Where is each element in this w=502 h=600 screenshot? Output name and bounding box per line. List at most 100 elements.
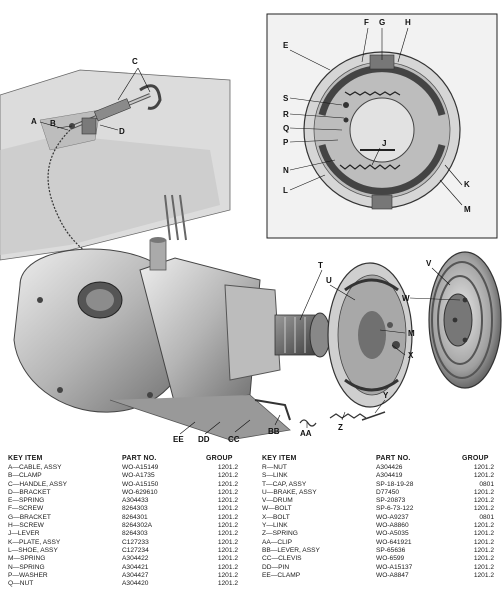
header-group-left: GROUP bbox=[206, 455, 233, 462]
part-cell: SP-6-73-122 bbox=[376, 505, 414, 513]
callout-L: L bbox=[283, 186, 288, 195]
item-cell: X—BOLT bbox=[262, 513, 290, 521]
item-cell: DD—PIN bbox=[262, 563, 290, 571]
part-cell: A304421 bbox=[122, 563, 149, 571]
group-cell: 1201.2 bbox=[473, 530, 494, 538]
part-cell: A304420 bbox=[122, 580, 149, 588]
callout-R: R bbox=[283, 110, 289, 119]
group-cell: 1201.2 bbox=[217, 555, 238, 563]
item-cell: J—LEVER bbox=[8, 530, 40, 538]
group-cell: 1201.2 bbox=[217, 480, 238, 488]
part-cell: WO-6599 bbox=[376, 555, 405, 563]
callout-EE: EE bbox=[173, 435, 184, 444]
item-cell: U—BRAKE, ASSY bbox=[262, 488, 317, 496]
callout-J: J bbox=[382, 139, 386, 148]
callout-P: P bbox=[283, 138, 289, 147]
part-cell: WO-A15137 bbox=[376, 563, 413, 571]
callout-N: N bbox=[283, 166, 289, 175]
part-cell: A304427 bbox=[122, 571, 149, 579]
item-cell: N—SPRING bbox=[8, 563, 45, 571]
item-cell: R—NUT bbox=[262, 464, 287, 471]
item-cell: AA—CLIP bbox=[262, 538, 293, 546]
part-cell: WO-629610 bbox=[122, 488, 158, 496]
transmission-housing bbox=[13, 194, 291, 441]
right-part-column: A304426 A304419 SP-18-19-28 D77450 SP-20… bbox=[376, 464, 456, 580]
group-cell: 1201.2 bbox=[473, 464, 494, 471]
part-cell: WO-A9237 bbox=[376, 513, 409, 521]
callout-X: X bbox=[408, 351, 414, 360]
group-cell: 1201.2 bbox=[473, 497, 494, 505]
brake-shoe-detail-inset bbox=[266, 13, 498, 239]
header-key-item-left: KEY ITEM bbox=[8, 455, 43, 462]
group-cell: 1201.2 bbox=[473, 571, 494, 579]
group-cell: 1201.2 bbox=[473, 546, 494, 554]
part-cell: SP-18-19-28 bbox=[376, 480, 414, 488]
callout-V: V bbox=[426, 259, 432, 268]
part-cell: C127233 bbox=[122, 538, 149, 546]
group-cell: 0801 bbox=[479, 480, 494, 488]
callout-E: E bbox=[283, 41, 289, 50]
callout-T: T bbox=[318, 261, 323, 270]
group-cell: 1201.2 bbox=[217, 522, 238, 530]
callout-BB: BB bbox=[268, 427, 280, 436]
callout-Y: Y bbox=[383, 391, 389, 400]
group-cell: 1201.2 bbox=[217, 472, 238, 480]
callout-M: M bbox=[408, 329, 415, 338]
part-cell: SP-65636 bbox=[376, 546, 406, 554]
callout-AA: AA bbox=[300, 429, 312, 438]
item-cell: CC—CLEVIS bbox=[262, 555, 302, 563]
item-cell: M—SPRING bbox=[8, 555, 46, 563]
brake-drum bbox=[428, 251, 502, 389]
group-cell: 1201.2 bbox=[217, 580, 238, 588]
group-cell: 1201.2 bbox=[217, 513, 238, 521]
group-cell: 1201.2 bbox=[473, 472, 494, 480]
brake-backing-plate bbox=[327, 262, 413, 408]
part-cell: SP-20873 bbox=[376, 497, 406, 505]
group-cell: 1201.2 bbox=[217, 546, 238, 554]
group-cell: 1201.2 bbox=[473, 522, 494, 530]
part-cell: A304426 bbox=[376, 464, 403, 471]
part-cell: 8264302A bbox=[122, 522, 153, 530]
callout-M-inset: M bbox=[464, 205, 471, 214]
output-shaft-hub bbox=[274, 312, 331, 358]
item-cell: D—BRACKET bbox=[8, 488, 51, 496]
parts-list-table: KEY ITEM PART NO. GROUP KEY ITEM PART NO… bbox=[0, 455, 502, 600]
part-cell: A304433 bbox=[122, 497, 149, 505]
part-cell: WO-A8860 bbox=[376, 522, 409, 530]
part-cell: WO-641921 bbox=[376, 538, 412, 546]
callout-Q: Q bbox=[283, 124, 289, 133]
item-cell: Q—NUT bbox=[8, 580, 34, 588]
item-cell: K—PLATE, ASSY bbox=[8, 538, 61, 546]
callout-W: W bbox=[402, 294, 410, 303]
group-cell: 1201.2 bbox=[217, 530, 238, 538]
part-cell: 8264303 bbox=[122, 530, 148, 538]
item-cell: S—LINK bbox=[262, 472, 288, 480]
part-cell: WO-A1735 bbox=[122, 472, 155, 480]
item-cell: G—BRACKET bbox=[8, 513, 51, 521]
callout-F: F bbox=[364, 18, 369, 27]
callout-U: U bbox=[326, 276, 332, 285]
group-cell: 1201.2 bbox=[473, 488, 494, 496]
group-cell: 1201.2 bbox=[473, 563, 494, 571]
item-cell: Z—SPRING bbox=[262, 530, 298, 538]
callout-H: H bbox=[405, 18, 411, 27]
part-cell: WO-A5035 bbox=[376, 530, 409, 538]
brake-cable bbox=[47, 129, 171, 331]
item-cell: Y—LINK bbox=[262, 522, 288, 530]
callout-G: G bbox=[379, 18, 385, 27]
leader-lines bbox=[39, 27, 463, 435]
part-cell: WO-A15150 bbox=[122, 480, 159, 488]
exploded-view-illustration: A B C D E F G H S R Q P N L J K M T U V … bbox=[0, 13, 502, 444]
item-cell: EE—CLAMP bbox=[262, 571, 301, 579]
part-cell: A304419 bbox=[376, 472, 403, 480]
part-cell: D77450 bbox=[376, 488, 400, 496]
group-cell: 1201.2 bbox=[473, 555, 494, 563]
handbrake-handle-assembly bbox=[69, 84, 162, 135]
group-cell: 1201.2 bbox=[217, 571, 238, 579]
part-cell: 8264303 bbox=[122, 505, 148, 513]
callout-S: S bbox=[283, 94, 289, 103]
header-part-no-right: PART NO. bbox=[376, 455, 411, 462]
callout-CC: CC bbox=[228, 435, 240, 444]
part-cell: A304422 bbox=[122, 555, 149, 563]
right-group-column: 1201.2 1201.2 0801 1201.2 1201.2 1201.2 … bbox=[462, 464, 494, 580]
